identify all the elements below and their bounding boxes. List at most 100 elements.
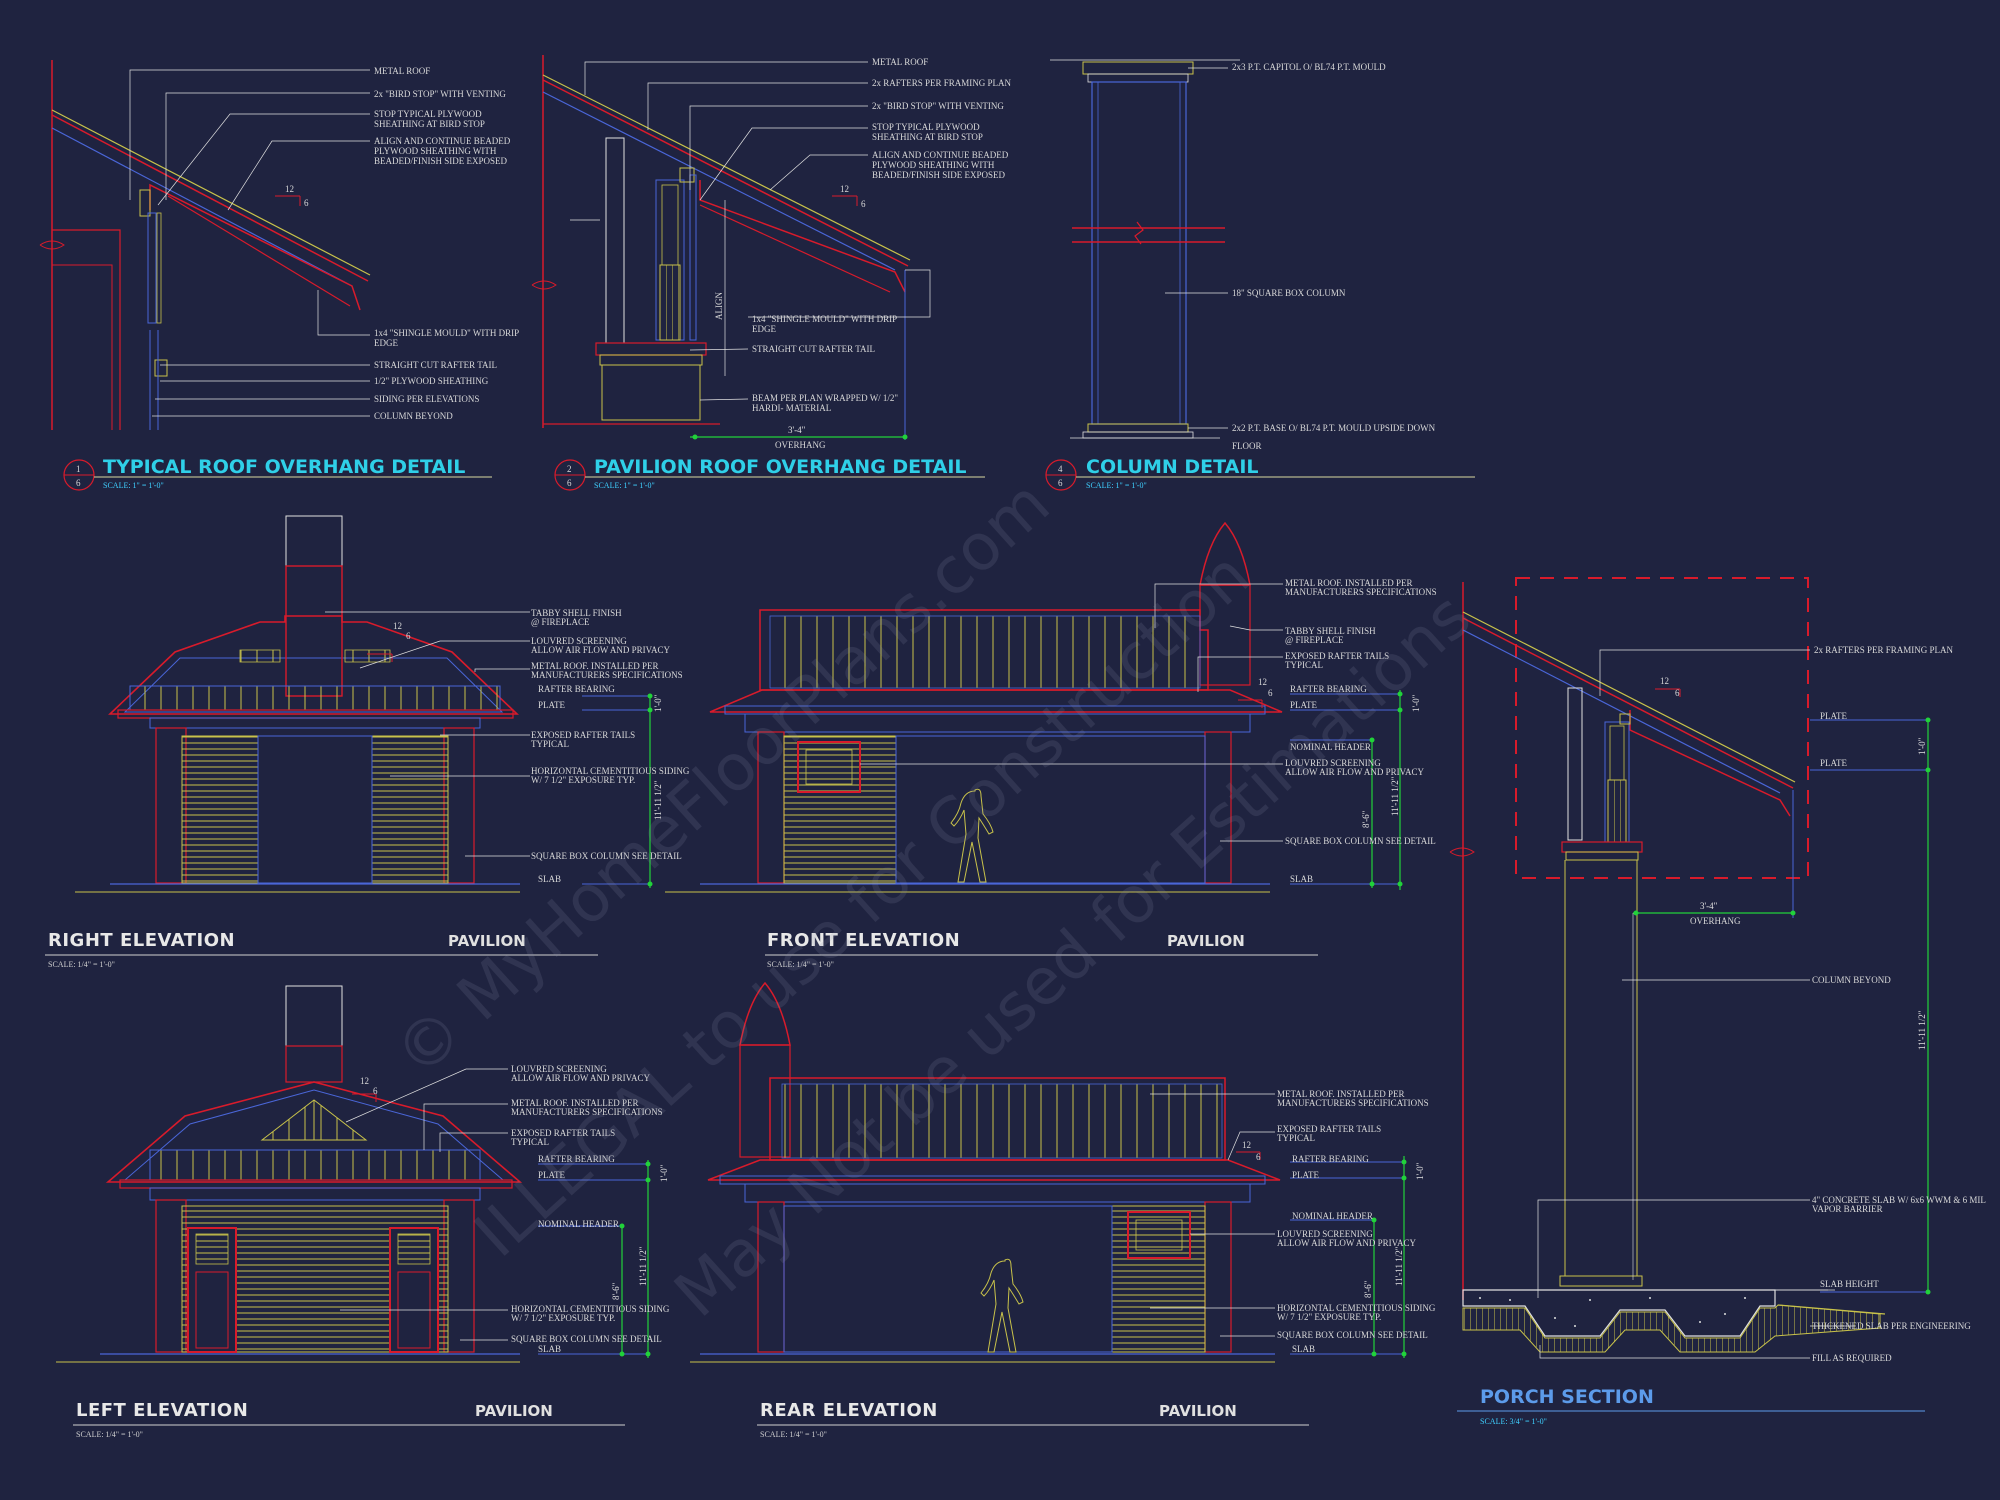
pavilion-note: STOP TYPICAL PLYWOOD	[872, 122, 980, 132]
front-note: ALLOW AIR FLOW AND PRIVACY	[1285, 767, 1425, 777]
right-elevation-title: RIGHT ELEVATION	[48, 930, 235, 951]
front-note: @ FIREPLACE	[1285, 635, 1344, 645]
porch-note: COLUMN BEYOND	[1812, 975, 1891, 985]
rear-note: HORIZONTAL CEMENTITIOUS SIDING	[1277, 1303, 1436, 1313]
front-elevation-subtitle: PAVILION	[1167, 932, 1245, 950]
left-note: TYPICAL	[511, 1137, 549, 1147]
right-dim: 11'-11 1/2"	[653, 780, 663, 820]
pavilion-note: EDGE	[752, 324, 776, 334]
left-elevation-subtitle: PAVILION	[475, 1402, 553, 1420]
typical-note: COLUMN BEYOND	[374, 411, 453, 421]
right-note: METAL ROOF. INSTALLED PER	[531, 661, 659, 671]
pavilion-note: BEADED/FINISH SIDE EXPOSED	[872, 170, 1006, 180]
typical-pitch-run: 6	[304, 198, 309, 208]
rear-elevation-title: REAR ELEVATION	[760, 1400, 938, 1421]
column-detail-number: 4	[1058, 464, 1063, 474]
porch-note: FILL AS REQUIRED	[1812, 1353, 1892, 1363]
left-note: W/ 7 1/2" EXPOSURE TYP.	[511, 1313, 615, 1323]
pavilion-note: STRAIGHT CUT RAFTER TAIL	[752, 344, 875, 354]
rear-note: MANUFACTURERS SPECIFICATIONS	[1277, 1098, 1429, 1108]
porch-section-title: PORCH SECTION	[1480, 1386, 1654, 1408]
column-note: 18" SQUARE BOX COLUMN	[1232, 288, 1346, 298]
porch-dim: 11'-11 1/2"	[1917, 1010, 1927, 1050]
front-elevation-scale: SCALE: 1/4" = 1'-0"	[767, 960, 834, 969]
front-note: TABBY SHELL FINISH	[1285, 626, 1376, 636]
porch-section: 1'-0" 11'-11 1/2" 3'-4" OVERHANG 12 6 2x…	[1449, 577, 1986, 1426]
typical-detail-scale: SCALE: 1" = 1'-0"	[103, 481, 164, 490]
porch-pitch-rise: 12	[1660, 676, 1669, 686]
rear-dim: 8'-6"	[1363, 1280, 1373, 1298]
right-elevation-scale: SCALE: 1/4" = 1'-0"	[48, 960, 115, 969]
front-pitch-rise: 12	[1258, 677, 1267, 687]
right-note: RAFTER BEARING	[538, 684, 615, 694]
left-note: RAFTER BEARING	[538, 1154, 615, 1164]
typical-note: SHEATHING AT BIRD STOP	[374, 119, 485, 129]
left-elevation-title: LEFT ELEVATION	[76, 1400, 248, 1421]
right-note: ALLOW AIR FLOW AND PRIVACY	[531, 645, 671, 655]
rear-note: EXPOSED RAFTER TAILS	[1277, 1124, 1381, 1134]
pavilion-note: PLYWOOD SHEATHING WITH	[872, 160, 995, 170]
left-note: ALLOW AIR FLOW AND PRIVACY	[511, 1073, 651, 1083]
porch-dim: 3'-4"	[1700, 901, 1718, 911]
pavilion-note: HARDI- MATERIAL	[752, 403, 831, 413]
right-note: W/ 7 1/2" EXPOSURE TYP.	[531, 775, 635, 785]
left-elevation: 12 6 1'-0" 8'-6" 11'-11 1/2" LOUVRED SCR…	[56, 985, 670, 1439]
front-note: METAL ROOF. INSTALLED PER	[1285, 578, 1413, 588]
left-note: EXPOSED RAFTER TAILS	[511, 1128, 615, 1138]
column-sheet-number: 6	[1058, 478, 1063, 488]
left-dim: 1'-0"	[659, 1164, 669, 1182]
pavilion-note: ALIGN AND CONTINUE BEADED	[872, 150, 1009, 160]
left-pitch-run: 6	[373, 1086, 378, 1096]
left-note: NOMINAL HEADER	[538, 1219, 619, 1229]
porch-note: PLATE	[1820, 758, 1848, 768]
porch-note: 4" CONCRETE SLAB W/ 6x6 WWM & 6 MIL	[1812, 1195, 1986, 1205]
pavilion-note: 1x4 "SHINGLE MOULD" WITH DRIP	[752, 314, 897, 324]
typical-note: STRAIGHT CUT RAFTER TAIL	[374, 360, 497, 370]
pavilion-note: 2x RAFTERS PER FRAMING PLAN	[872, 78, 1012, 88]
pavilion-sheet-number: 6	[567, 478, 572, 488]
column-floor-label: FLOOR	[1232, 441, 1262, 451]
rear-note: SLAB	[1292, 1344, 1315, 1354]
right-note: PLATE	[538, 700, 566, 710]
rear-note: RAFTER BEARING	[1292, 1154, 1369, 1164]
pavilion-overhang-dim: 3'-4"	[788, 425, 806, 435]
pavilion-detail-scale: SCALE: 1" = 1'-0"	[594, 481, 655, 490]
right-note: EXPOSED RAFTER TAILS	[531, 730, 635, 740]
porch-section-scale: SCALE: 3/4" = 1'-0"	[1480, 1417, 1547, 1426]
front-dim: 1'-0"	[1411, 694, 1421, 712]
porch-note: 2x RAFTERS PER FRAMING PLAN	[1814, 645, 1954, 655]
typical-note: 1/2" PLYWOOD SHEATHING	[374, 376, 489, 386]
typical-note: STOP TYPICAL PLYWOOD	[374, 109, 482, 119]
typical-note: METAL ROOF	[374, 66, 430, 76]
front-elevation-title: FRONT ELEVATION	[767, 930, 960, 951]
left-note: SQUARE BOX COLUMN SEE DETAIL	[511, 1334, 662, 1344]
porch-note: THICKENED SLAB PER ENGINEERING	[1812, 1321, 1971, 1331]
rear-note: PLATE	[1292, 1170, 1320, 1180]
right-elevation: 12 6 1'-0" 11'-11 1/2" TABBY SHELL FINIS…	[45, 515, 690, 969]
right-note: SLAB	[538, 874, 561, 884]
right-note: LOUVRED SCREENING	[531, 636, 627, 646]
rear-elevation-scale: SCALE: 1/4" = 1'-0"	[760, 1430, 827, 1439]
typical-note: 2x "BIRD STOP" WITH VENTING	[374, 89, 506, 99]
pavilion-pitch-run: 6	[861, 199, 866, 209]
rear-dim: 1'-0"	[1415, 1162, 1425, 1180]
porch-note: PLATE	[1820, 711, 1848, 721]
porch-dim: 1'-0"	[1917, 737, 1927, 755]
typical-note: 1x4 "SHINGLE MOULD" WITH DRIP	[374, 328, 519, 338]
right-note: TYPICAL	[531, 739, 569, 749]
column-note: 2x3 P.T. CAPITOL O/ BL74 P.T. MOULD	[1232, 62, 1386, 72]
pavilion-detail-title: PAVILION ROOF OVERHANG DETAIL	[594, 456, 967, 478]
front-note: NOMINAL HEADER	[1290, 742, 1371, 752]
rear-note: ALLOW AIR FLOW AND PRIVACY	[1277, 1238, 1417, 1248]
rear-note: METAL ROOF. INSTALLED PER	[1277, 1089, 1405, 1099]
pavilion-roof-overhang-detail: 12 6 3'-4" OVERHANG ALIGN METAL ROOF 2x …	[531, 55, 1012, 491]
rear-elevation-subtitle: PAVILION	[1159, 1402, 1237, 1420]
front-note: RAFTER BEARING	[1290, 684, 1367, 694]
right-note: TABBY SHELL FINISH	[531, 608, 622, 618]
porch-pitch-run: 6	[1675, 688, 1680, 698]
front-note: PLATE	[1290, 700, 1318, 710]
typical-detail-number: 1	[76, 464, 81, 474]
pavilion-note: BEAM PER PLAN WRAPPED W/ 1/2"	[752, 393, 898, 403]
porch-overhang-label: OVERHANG	[1690, 916, 1741, 926]
left-elevation-scale: SCALE: 1/4" = 1'-0"	[76, 1430, 143, 1439]
